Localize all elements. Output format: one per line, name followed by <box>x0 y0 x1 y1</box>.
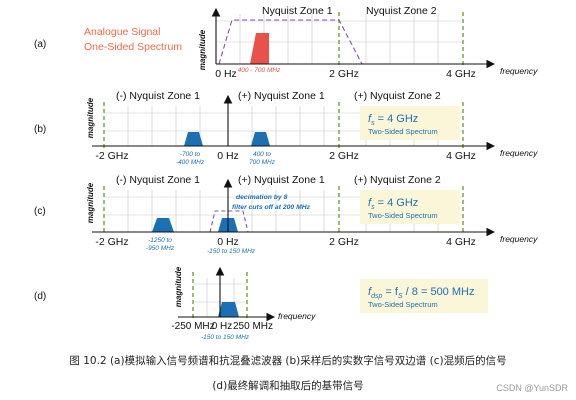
panel-b-zone-neg1: (-) Nyquist Zone 1 <box>116 90 200 102</box>
panel-b-tick-m2ghz: -2 GHz <box>95 150 128 162</box>
panel-c-note-box <box>360 190 460 224</box>
panel-a: (a) Analogue Signal One-Sided Spectrum m… <box>34 5 538 80</box>
panel-c-tick-0hz: 0 Hz <box>217 236 239 248</box>
panel-b-zone-pos2: (+) Nyquist Zone 2 <box>354 90 441 102</box>
panel-d-ylabel: magnitude <box>174 266 183 307</box>
panel-a-title-line1: Analogue Signal <box>84 26 160 38</box>
panel-c-tick-4ghz: 4 GHz <box>446 236 476 248</box>
panel-b-band-negative <box>184 132 203 146</box>
panel-c-label: (c) <box>34 206 46 217</box>
panel-b-band-positive <box>251 132 270 146</box>
panel-a-title-line2: One-Sided Spectrum <box>84 41 182 53</box>
panel-b-tick-2ghz: 2 GHz <box>329 150 359 162</box>
panel-a-zone2: Nyquist Zone 2 <box>366 5 437 17</box>
panel-d-xlabel: frequency <box>278 311 316 321</box>
panel-c-spectrum-note: Two-Sided Spectrum <box>368 211 438 220</box>
panel-b-spectrum-note: Two-Sided Spectrum <box>368 127 438 136</box>
panel-c-tick-m2ghz: -2 GHz <box>95 236 128 248</box>
panel-c-band-center: -150 to 150 MHz <box>207 248 256 255</box>
panel-d: (d) magnitude frequency -250 MHz 0 Hz 25… <box>34 266 488 341</box>
panel-b-band-pos-line2: 700 MHz <box>249 159 276 166</box>
panel-d-note-box <box>360 279 488 313</box>
panel-b-label: (b) <box>34 124 46 135</box>
panel-a-tick-4ghz: 4 GHz <box>446 68 476 80</box>
panel-c-zone-pos2: (+) Nyquist Zone 2 <box>354 174 441 186</box>
panel-b-band-neg-line2: -400 MHz <box>176 159 205 166</box>
panel-b-tick-0hz: 0 Hz <box>217 150 239 162</box>
panel-d-label: (d) <box>34 291 46 302</box>
panel-a-label: (a) <box>34 39 46 50</box>
panel-c-zone-neg1: (-) Nyquist Zone 1 <box>116 174 200 186</box>
panel-b-ylabel: magnitude <box>86 97 95 138</box>
panel-a-tick-2ghz: 2 GHz <box>329 68 359 80</box>
panel-b-note-box <box>360 106 460 140</box>
panel-c-ylabel: magnitude <box>86 182 95 223</box>
panel-c-band-neg-line1: -1250 to <box>148 237 172 244</box>
panel-c-decimation-line2: filter cuts off at 200 MHz <box>232 204 311 211</box>
panel-b: (b) magnitude (-) Nyquist Zone 1 (+) Nyq… <box>34 90 538 166</box>
panel-c-band-neg-line2: -950 MHz <box>146 245 175 252</box>
panel-c-decimation-line1: decimation by 8 <box>236 194 288 201</box>
panel-b-xlabel: frequency <box>500 148 538 158</box>
panel-c-decimation-filter <box>209 210 249 233</box>
panel-b-zone-pos1: (+) Nyquist Zone 1 <box>238 90 325 102</box>
panel-d-tick-0hz: 0 Hz <box>212 321 233 332</box>
panel-d-fdsp-label: fdsp = fS / 8 = 500 MHz <box>368 286 474 300</box>
panel-d-band-baseband <box>218 302 239 317</box>
figure-caption-line1: 图 10.2 (a)模拟输入信号频谱和抗混叠滤波器 (b)采样后的实数字信号双边… <box>69 355 507 367</box>
panel-c-xlabel: frequency <box>500 234 538 244</box>
panel-a-zone1: Nyquist Zone 1 <box>262 5 333 17</box>
panel-d-tick-250: 250 MHz <box>233 321 273 332</box>
watermark: CSDN @YunSDR <box>496 383 568 393</box>
panel-d-band-center: -150 to 150 MHz <box>201 334 250 341</box>
panel-b-band-pos-line1: 400 to <box>253 151 271 158</box>
panel-a-xlabel: frequency <box>500 66 538 76</box>
panel-c: (c) magnitude (-) Nyquist Zone 1 (+) Nyq… <box>34 174 538 255</box>
panel-c-band-negative <box>152 218 174 232</box>
figure-caption-line2: (d)最终解调和抽取后的基带信号 <box>212 380 364 392</box>
panel-c-tick-2ghz: 2 GHz <box>329 236 359 248</box>
panel-d-spectrum-note: Two-Sided Spectrum <box>368 300 438 309</box>
panel-a-antialias-filter <box>218 19 363 65</box>
panel-a-band-label: 400 - 700 MHz <box>238 67 281 74</box>
panel-a-signal-band <box>250 33 269 64</box>
panel-b-tick-4ghz: 4 GHz <box>446 150 476 162</box>
panel-c-fs-label: fs = 4 GHz <box>368 197 418 211</box>
panel-a-tick-0hz: 0 Hz <box>215 68 237 80</box>
panel-b-band-neg-line1: -700 to <box>180 151 201 158</box>
panel-b-fs-label: fs = 4 GHz <box>368 113 418 127</box>
panel-a-ylabel: magnitude <box>198 29 207 70</box>
panel-c-zone-pos1: (+) Nyquist Zone 1 <box>238 174 325 186</box>
panel-d-tick-m250: -250 MHz <box>171 321 214 332</box>
